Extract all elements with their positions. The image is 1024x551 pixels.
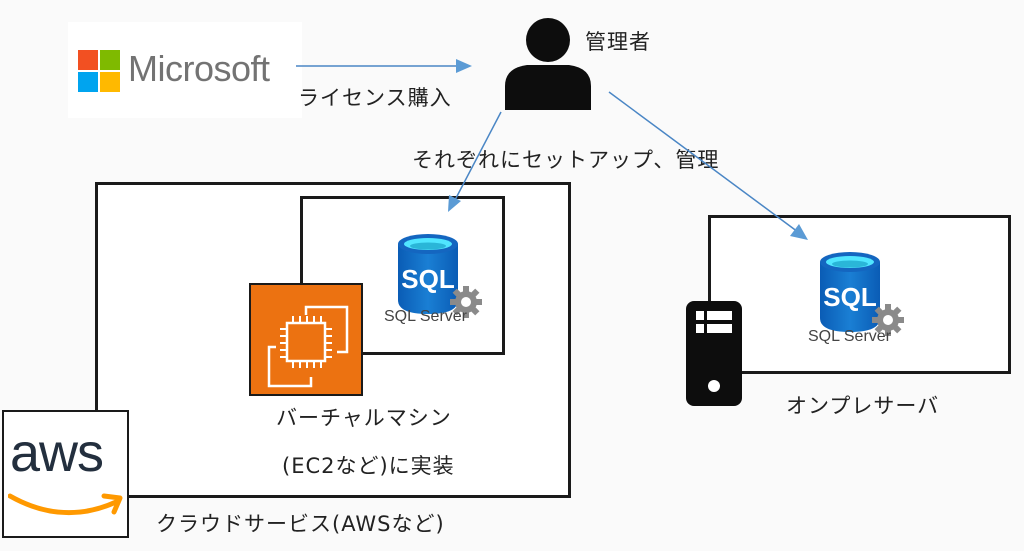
license-arrow xyxy=(296,59,472,73)
setup-arrow-onprem xyxy=(608,91,808,240)
gear-icon xyxy=(450,286,482,318)
license-purchase-label: ライセンス購入 xyxy=(298,86,452,110)
person-icon xyxy=(505,18,591,110)
cloud-service-label: クラウドサービス(AWSなど) xyxy=(156,512,445,536)
gear-icon xyxy=(872,304,904,336)
vm-label-line2: (EC2など)に実装 xyxy=(282,454,455,478)
vm-label-line1: バーチャルマシン xyxy=(276,406,452,430)
aws-logo: aws xyxy=(2,410,129,538)
sql-server-caption: SQL Server xyxy=(384,308,467,325)
sql-server-cloud: SQL SQL Server xyxy=(384,222,488,336)
microsoft-wordmark: Microsoft xyxy=(128,48,270,89)
setup-arrow-cloud xyxy=(448,111,502,212)
microsoft-red-square xyxy=(78,50,98,70)
sql-icon-text: SQL xyxy=(823,282,877,312)
sql-server-onprem: SQL SQL Server xyxy=(808,240,910,354)
microsoft-grid-icon xyxy=(78,50,120,92)
microsoft-green-square xyxy=(100,50,120,70)
sql-icon-text: SQL xyxy=(401,264,455,294)
server-tower-icon xyxy=(686,301,742,406)
aws-wordmark: aws xyxy=(10,423,104,483)
chip-icon xyxy=(267,305,349,388)
microsoft-logo: Microsoft xyxy=(68,22,302,118)
aws-smile-icon xyxy=(8,493,123,516)
sql-database-icon: SQL xyxy=(820,252,904,336)
ec2-icon xyxy=(249,283,363,396)
sql-server-caption: SQL Server xyxy=(808,328,891,345)
microsoft-blue-square xyxy=(78,72,98,92)
admin-label: 管理者 xyxy=(585,30,651,54)
onprem-server-label: オンプレサーバ xyxy=(786,394,940,418)
setup-manage-label: それぞれにセットアップ、管理 xyxy=(412,148,720,172)
sql-database-icon: SQL xyxy=(398,234,482,318)
microsoft-yellow-square xyxy=(100,72,120,92)
